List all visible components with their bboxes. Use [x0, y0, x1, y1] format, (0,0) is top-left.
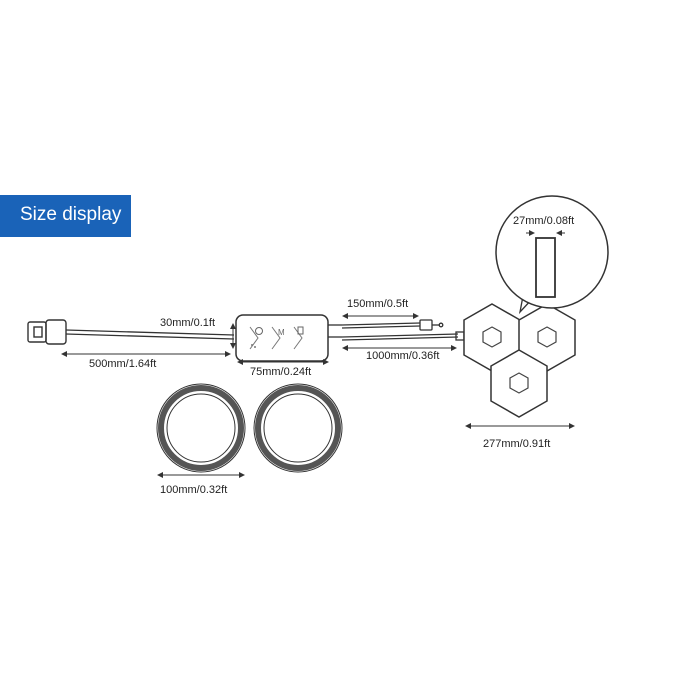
panel-width-label: 277mm/0.91ft	[483, 438, 551, 450]
usb-cable	[65, 329, 235, 340]
cable-height-label: 30mm/0.1ft	[160, 317, 216, 329]
controller-width-label: 75mm/0.24ft	[250, 366, 312, 378]
usb-plug	[27, 319, 67, 345]
strip-thickness-label: 27mm/0.08ft	[513, 215, 575, 227]
hexagon-panels	[463, 303, 576, 418]
dimension-arrows	[61, 313, 575, 478]
rings	[156, 383, 343, 473]
long-cable-length-label: 1000mm/0.36ft	[366, 350, 440, 362]
short-cable-length-label: 150mm/0.5ft	[347, 298, 409, 310]
usb-cable-length-label: 500mm/1.64ft	[89, 358, 157, 370]
svg-text:M: M	[278, 328, 285, 337]
section-banner: Size display	[0, 195, 131, 237]
controller-box: M	[235, 314, 329, 362]
magnifier-callout	[495, 195, 609, 315]
output-cables	[328, 319, 465, 341]
banner-title: Size display	[20, 204, 122, 225]
ring-diameter-label: 100mm/0.32ft	[160, 484, 228, 496]
